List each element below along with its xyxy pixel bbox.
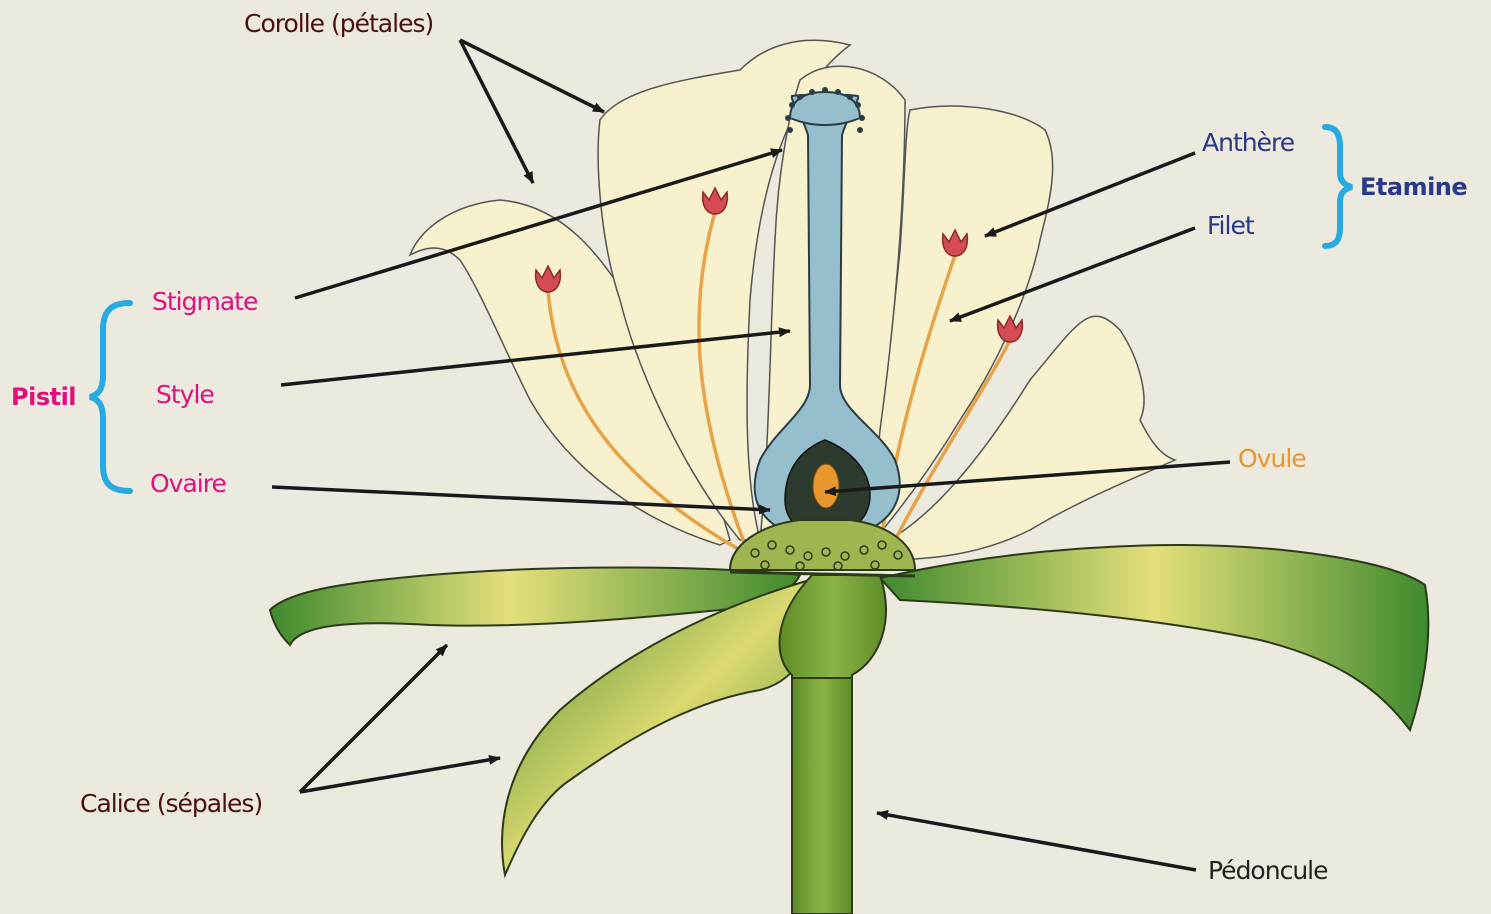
brace-etamine (1325, 127, 1352, 246)
label-calice: Calice (sépales) (80, 791, 262, 816)
label-pedoncule: Pédoncule (1208, 858, 1328, 883)
label-anthere: Anthère (1202, 130, 1294, 155)
label-ovaire: Ovaire (150, 471, 226, 496)
brace-pistil (90, 303, 130, 491)
arrow-corolle-2 (460, 40, 533, 183)
sepal-right (880, 545, 1428, 730)
arrow-pedoncule (877, 813, 1196, 870)
label-corolle: Corolle (pétales) (244, 11, 433, 36)
ovule-shape (813, 464, 839, 508)
label-style: Style (156, 382, 214, 407)
arrow-corolle-1 (460, 40, 604, 112)
label-stigmate: Stigmate (152, 289, 257, 314)
label-ovule: Ovule (1238, 446, 1306, 471)
label-filet: Filet (1207, 213, 1254, 238)
stem-shaft (792, 678, 852, 914)
label-etamine: Etamine (1360, 175, 1467, 199)
label-pistil: Pistil (11, 385, 76, 409)
